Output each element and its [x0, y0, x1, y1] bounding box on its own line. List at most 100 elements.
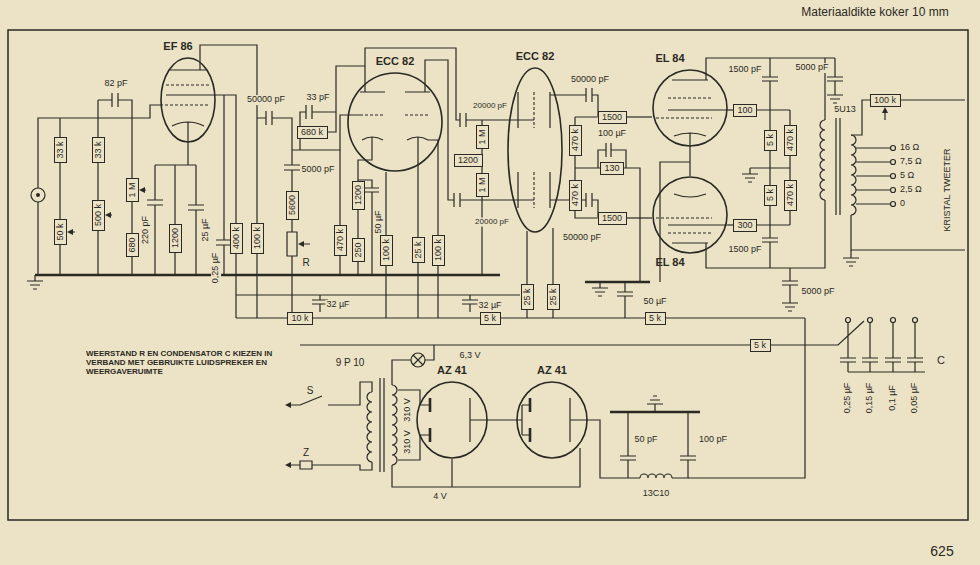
ground-symbols: [27, 92, 859, 412]
component-label: 310 V: [403, 397, 413, 423]
component-label: 0,1 µF: [888, 384, 898, 412]
ecc82-grids: [533, 92, 534, 208]
pot-wiper: [882, 107, 888, 113]
ecc82-wiring: [340, 48, 534, 318]
tube-outline: [160, 57, 216, 143]
component-label: 20000 pF: [472, 102, 508, 111]
tube-outline: [652, 176, 728, 254]
component-label: 32 µF: [477, 301, 502, 311]
resistor-value: 5600: [287, 195, 298, 215]
component-label: 5000 pF: [794, 63, 829, 73]
mains-arrow: [285, 462, 291, 468]
tube-type: ECC 82: [376, 55, 415, 68]
tap-terminals: [891, 146, 896, 207]
resistor-box: 25 k: [547, 284, 560, 310]
component-label: KRISTAL TWEETER: [943, 148, 953, 233]
tube-outline: [507, 67, 563, 233]
tube-type: AZ 41: [537, 364, 567, 377]
tube-glass: [508, 68, 562, 232]
note-text: WEERSTAND R EN CONDENSATOR C KIEZEN IN V…: [85, 350, 282, 376]
resistor-box: 1 M: [476, 173, 489, 197]
component-label: S: [306, 385, 315, 396]
component-label: 5U13: [833, 105, 857, 115]
component-label: 4 V: [432, 492, 448, 502]
resistor-value: 400 k: [231, 227, 242, 249]
tap-terminal: [891, 160, 896, 165]
ecc82-electrodes: [518, 92, 550, 208]
resistor-box: 1500: [598, 111, 627, 124]
resistor-value: 130: [604, 163, 619, 174]
input-jack: [31, 188, 45, 202]
resistor-value: 100 k: [381, 239, 392, 261]
resistor-value: 10 k: [291, 313, 308, 324]
switch-contact: [868, 318, 873, 323]
resistor-value: 500 k: [93, 204, 104, 226]
resistor-box: 25 k: [521, 284, 534, 310]
resistor-value: 5 k: [754, 340, 766, 351]
component-label: 82 pF: [103, 79, 128, 89]
resistor-box: 33 k: [54, 137, 67, 163]
component-label: 0: [899, 199, 906, 209]
resistor-box: 5 k: [764, 185, 777, 206]
resistor-box: 1 M: [126, 178, 139, 202]
resistor-value: 100 k: [874, 95, 896, 106]
component-label: 100 µF: [597, 129, 627, 139]
el84-grids: [656, 98, 712, 233]
resistor-box: 50 k: [54, 219, 67, 245]
ef86-wiring: [147, 45, 257, 318]
component-label: 50000 pF: [246, 95, 286, 105]
tap-terminal: [891, 174, 896, 179]
rectifier-wiring: [392, 345, 696, 487]
resistor-value: 1200: [458, 155, 478, 166]
resistor-value: 1 M: [127, 182, 138, 197]
tube-glass: [417, 382, 487, 458]
resistor-value: 1200: [353, 185, 364, 205]
resistor-box: 470 k: [784, 125, 797, 156]
tube-type: EL 84: [655, 52, 684, 65]
component-label: 220 pF: [141, 215, 151, 245]
component-label: 25 µF: [201, 217, 211, 242]
tube-type: EF 86: [163, 40, 192, 53]
resistor-value: 250: [353, 242, 364, 257]
resistor-value: 100: [737, 105, 752, 116]
resistor-value: 25 k: [413, 241, 424, 258]
input-jack-pin: [36, 193, 40, 197]
resistor-box: 1500: [598, 212, 627, 225]
tap-terminal: [891, 202, 896, 207]
resistor-box: 680: [126, 233, 139, 257]
resistor-box: 470 k: [569, 125, 582, 156]
tube-glass: [348, 73, 442, 171]
component-label: Materiaaldikte koker 10 mm: [800, 6, 949, 19]
tube-glass: [653, 177, 727, 253]
wire-connector: [627, 116, 653, 117]
tap-terminal: [891, 188, 896, 193]
component-label: Z: [302, 447, 310, 458]
wire-connector: [627, 217, 653, 218]
phase-splitter-wiring: [527, 88, 640, 318]
component-label: 6,3 V: [458, 351, 481, 361]
resistor-value: 1 M: [477, 177, 488, 192]
resistor-box: 10 k: [287, 312, 313, 325]
tube-envelope: AZ 41: [416, 381, 488, 459]
ecc82-electrodes: [360, 92, 430, 140]
resistor-value: 5 k: [765, 134, 776, 146]
resistor-value: 5 k: [649, 313, 661, 324]
input-wiring: [38, 93, 160, 275]
component-label: 5000 pF: [800, 287, 835, 297]
resistor-box: 470 k: [784, 180, 797, 211]
output-transformer: [820, 118, 856, 215]
resistor-value: 100 k: [433, 239, 444, 261]
component-label: 50000 pF: [570, 75, 610, 85]
ef86-electrodes: [166, 70, 216, 165]
resistor-box: 250: [352, 238, 365, 262]
component-label: R: [301, 257, 310, 268]
component-label: 16 Ω: [899, 143, 920, 153]
tube-type: ECC 82: [516, 50, 555, 63]
resistor-box: 1 M: [476, 125, 489, 149]
resistor-box: 5600: [286, 191, 299, 220]
pot-arrow: [67, 229, 73, 235]
resistor-value: 680: [127, 237, 138, 252]
